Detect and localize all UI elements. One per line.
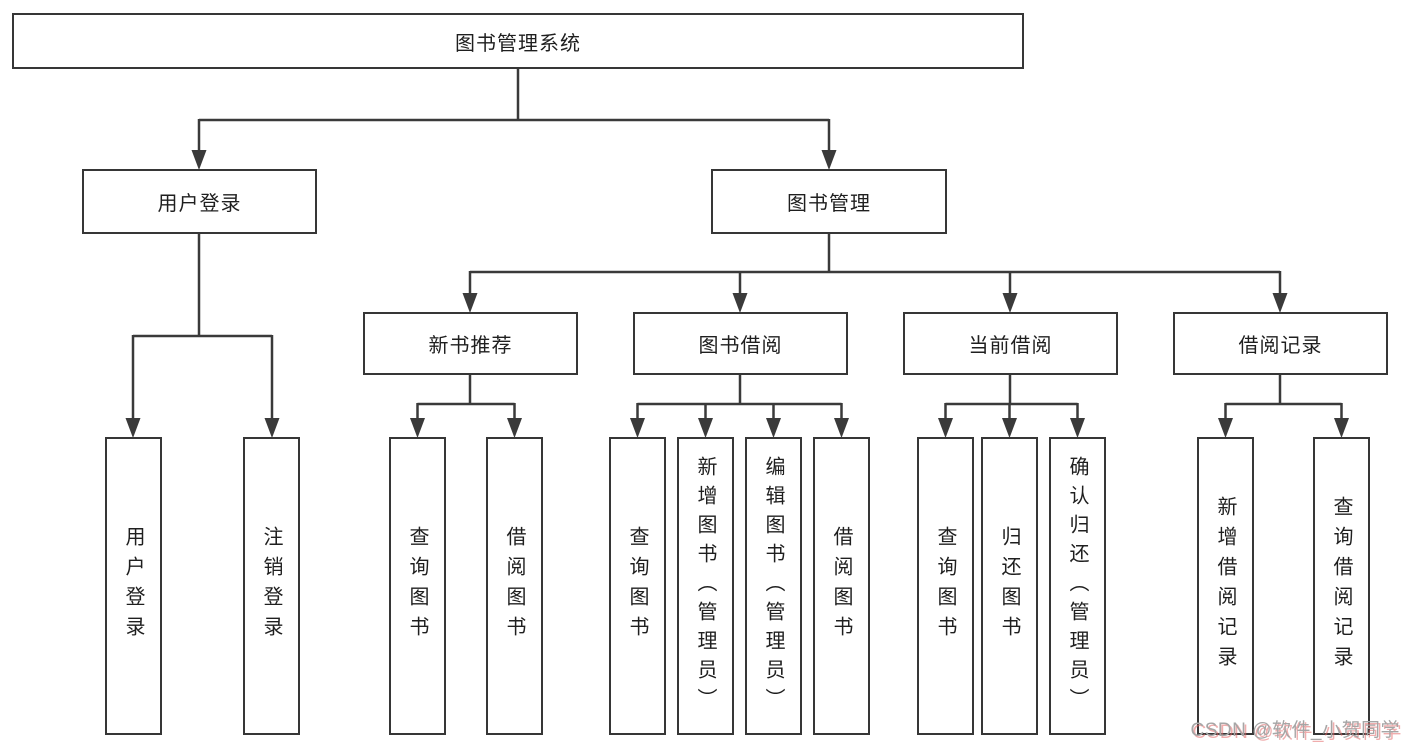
node-leaf-user-login-label: 用户登录 bbox=[122, 526, 144, 646]
node-book-management: 图书管理 bbox=[711, 169, 947, 234]
connector-current-to-leaves bbox=[944, 374, 1079, 419]
node-leaf-user-login: 用户登录 bbox=[105, 437, 162, 735]
node-book-borrow: 图书借阅 bbox=[633, 312, 848, 375]
node-new-book-recommend-label: 新书推荐 bbox=[428, 335, 513, 357]
arrow-down-icon bbox=[630, 418, 645, 438]
arrow-down-icon bbox=[834, 418, 849, 438]
node-book-management-label: 图书管理 bbox=[787, 193, 871, 215]
arrow-down-icon bbox=[938, 418, 953, 438]
arrow-down-icon bbox=[191, 150, 207, 170]
node-leaf-borrow-books-recommend: 借阅图书 bbox=[486, 437, 543, 735]
connector-bookmgmt-to-level3 bbox=[468, 233, 1282, 294]
node-leaf-logout-label: 注销登录 bbox=[260, 526, 282, 646]
arrow-down-icon bbox=[507, 418, 522, 438]
node-leaf-query-books-borrow-label: 查询图书 bbox=[626, 526, 648, 646]
node-current-borrow: 当前借阅 bbox=[903, 312, 1118, 375]
node-leaf-edit-books-admin-label: 编辑图书（管理员） bbox=[762, 455, 784, 717]
node-leaf-query-books-recommend-label: 查询图书 bbox=[406, 526, 428, 646]
arrow-down-icon bbox=[1070, 418, 1085, 438]
node-leaf-query-borrow-record: 查询借阅记录 bbox=[1313, 437, 1370, 735]
node-leaf-confirm-return-admin-label: 确认归还（管理员） bbox=[1066, 455, 1088, 717]
node-borrow-records: 借阅记录 bbox=[1173, 312, 1388, 375]
arrow-down-icon bbox=[766, 418, 781, 438]
connector-records-to-leaves bbox=[1224, 374, 1343, 419]
connector-recommend-to-leaves bbox=[416, 374, 516, 419]
node-leaf-confirm-return-admin: 确认归还（管理员） bbox=[1049, 437, 1106, 735]
node-leaf-edit-books-admin: 编辑图书（管理员） bbox=[745, 437, 802, 735]
arrow-down-icon bbox=[462, 293, 478, 313]
node-borrow-records-label: 借阅记录 bbox=[1238, 335, 1323, 357]
node-root: 图书管理系统 bbox=[12, 13, 1024, 69]
arrow-down-icon bbox=[698, 418, 713, 438]
arrow-down-icon bbox=[1002, 293, 1018, 313]
connector-userlogin-to-leaves bbox=[131, 232, 274, 418]
node-book-borrow-label: 图书借阅 bbox=[698, 335, 783, 357]
arrow-down-icon bbox=[410, 418, 425, 438]
csdn-watermark: CSDN @软件_小贺同学 bbox=[1190, 720, 1400, 741]
node-new-book-recommend: 新书推荐 bbox=[363, 312, 578, 375]
node-leaf-query-borrow-record-label: 查询借阅记录 bbox=[1330, 496, 1352, 676]
node-leaf-add-borrow-record-label: 新增借阅记录 bbox=[1214, 496, 1236, 676]
node-leaf-return-books-label: 归还图书 bbox=[998, 526, 1020, 646]
node-user-login: 用户登录 bbox=[82, 169, 317, 234]
arrow-down-icon bbox=[732, 293, 748, 313]
arrow-down-icon bbox=[821, 150, 837, 170]
arrow-down-icon bbox=[1002, 418, 1017, 438]
node-leaf-query-books-recommend: 查询图书 bbox=[389, 437, 446, 735]
node-leaf-logout: 注销登录 bbox=[243, 437, 300, 735]
node-leaf-add-books-admin: 新增图书（管理员） bbox=[677, 437, 734, 735]
arrow-down-icon bbox=[1334, 418, 1349, 438]
node-leaf-borrow-books-recommend-label: 借阅图书 bbox=[503, 526, 525, 646]
arrow-down-icon bbox=[125, 418, 141, 438]
arrow-down-icon bbox=[1218, 418, 1233, 438]
node-leaf-add-books-admin-label: 新增图书（管理员） bbox=[694, 455, 716, 717]
node-leaf-query-books-current-label: 查询图书 bbox=[934, 526, 956, 646]
node-current-borrow-label: 当前借阅 bbox=[968, 335, 1053, 357]
node-leaf-return-books: 归还图书 bbox=[981, 437, 1038, 735]
connector-borrow-to-leaves bbox=[636, 374, 843, 419]
node-leaf-borrow-books: 借阅图书 bbox=[813, 437, 870, 735]
node-leaf-query-books-current: 查询图书 bbox=[917, 437, 974, 735]
node-root-label: 图书管理系统 bbox=[455, 32, 581, 55]
arrow-down-icon bbox=[1272, 293, 1288, 313]
arrow-down-icon bbox=[264, 418, 280, 438]
node-leaf-query-books-borrow: 查询图书 bbox=[609, 437, 666, 735]
node-leaf-borrow-books-label: 借阅图书 bbox=[830, 526, 852, 646]
node-leaf-add-borrow-record: 新增借阅记录 bbox=[1197, 437, 1254, 735]
node-user-login-label: 用户登录 bbox=[157, 193, 242, 215]
connector-root-to-level2 bbox=[197, 68, 831, 151]
